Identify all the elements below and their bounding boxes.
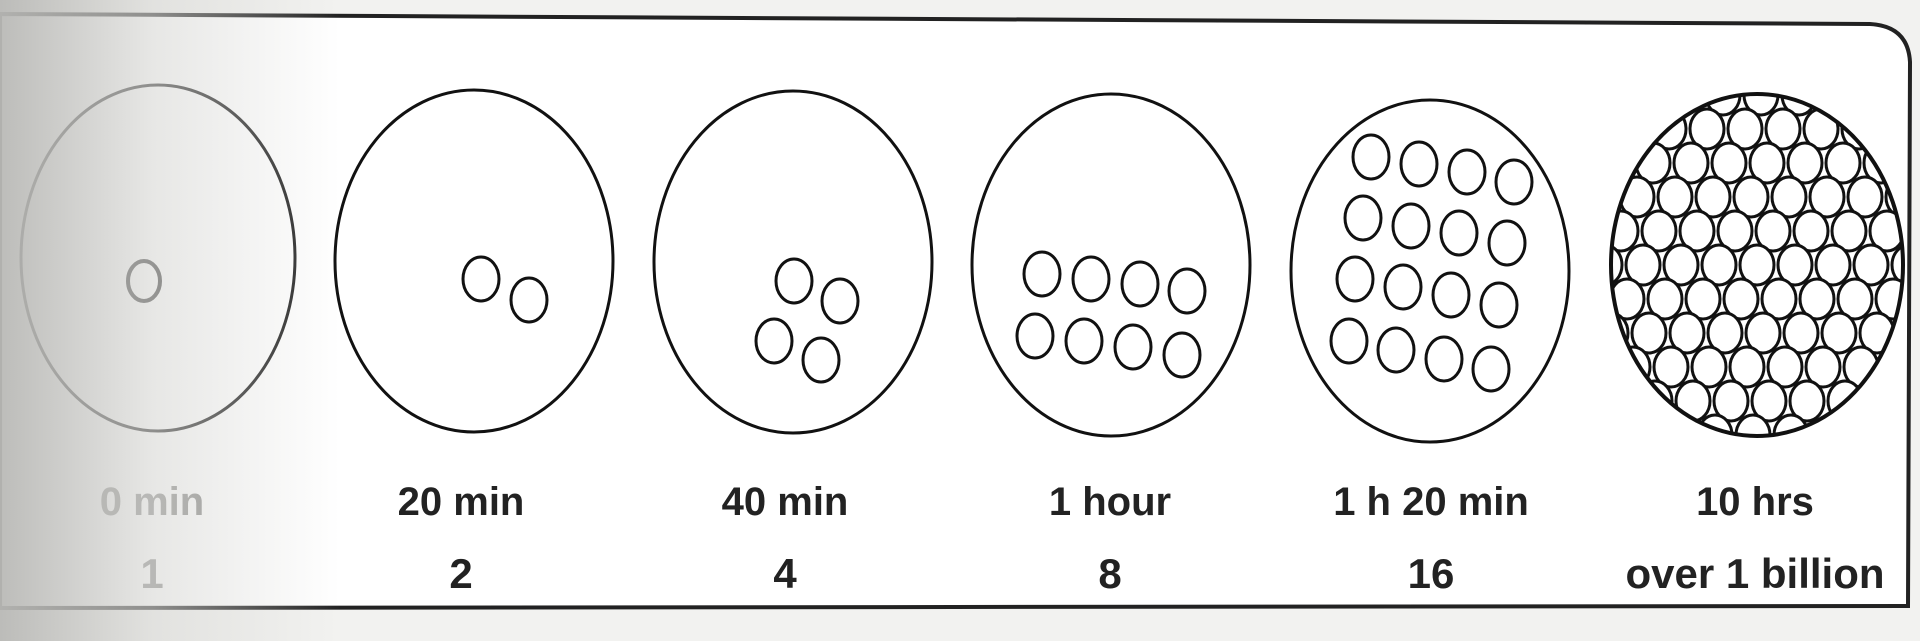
time-label-4: 1 hour (1049, 480, 1171, 524)
count-label-6: over 1 billion (1625, 550, 1884, 597)
count-label-5: 16 (1408, 550, 1455, 597)
count-label-3: 4 (773, 550, 797, 597)
time-label-3: 40 min (722, 480, 849, 524)
time-label-2: 20 min (398, 480, 525, 524)
count-label-1: 1 (140, 550, 163, 597)
count-label-2: 2 (449, 550, 472, 597)
time-label-1: 0 min (100, 480, 204, 524)
time-label-6: 10 hrs (1696, 480, 1814, 524)
time-label-5: 1 h 20 min (1333, 480, 1529, 524)
count-label-4: 8 (1098, 550, 1121, 597)
